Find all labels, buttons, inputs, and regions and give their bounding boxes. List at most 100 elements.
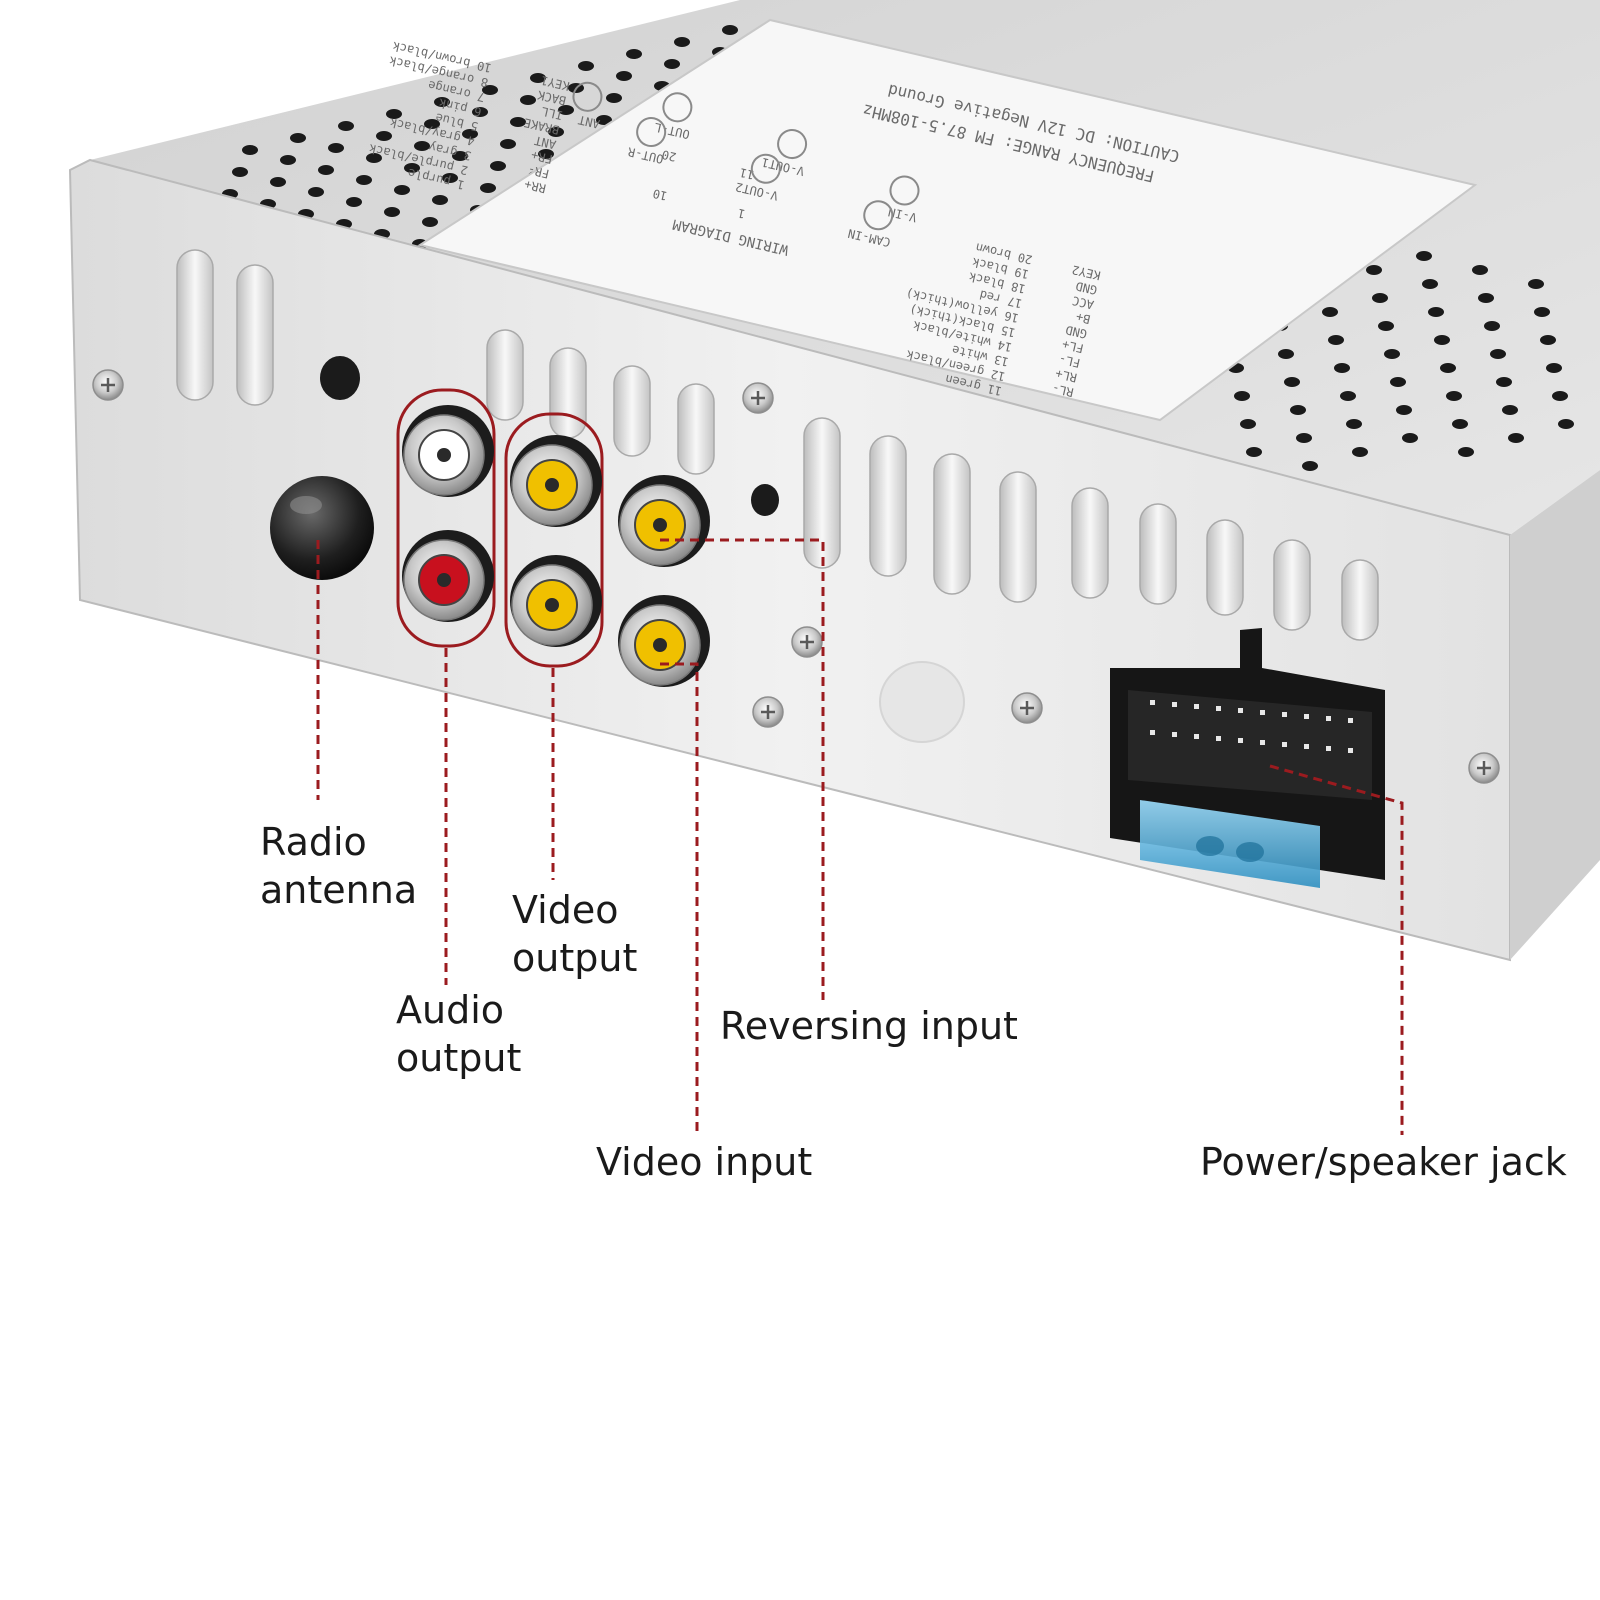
vent-hole-icon [674,37,690,47]
vent-slot [803,417,841,569]
connector-pin [1150,700,1155,705]
vent-hole-icon [328,143,344,153]
sticker-port-icon [662,92,693,123]
vent-hole-icon [1346,419,1362,429]
vent-hole-icon [530,73,546,83]
vent-hole-icon [384,207,400,217]
callout-line-video-input [660,662,699,1135]
vent-hole-icon [290,133,306,143]
sticker-port-icon [777,129,808,160]
connector-pin [1238,708,1243,713]
connector-pin [1326,716,1331,721]
audio-output-outline [396,388,496,648]
vent-hole-icon [356,175,372,185]
vent-hole-icon [472,107,488,117]
vent-hole-icon [1428,307,1444,317]
panel-screws [92,369,1500,784]
vent-slot [1273,539,1311,631]
vent-slot [1206,519,1244,616]
vent-hole-icon [1552,391,1568,401]
vent-hole-icon [1528,279,1544,289]
vent-hole-icon [434,97,450,107]
vent-hole-icon [1490,349,1506,359]
vent-slot [176,249,214,401]
sticker-wire-function: ACC [1071,293,1095,312]
vent-hole-icon [376,131,392,141]
label-video-output: Video output [512,886,637,982]
vent-hole-icon [664,59,680,69]
vent-hole-icon [1234,391,1250,401]
video-output-2-jack [510,555,602,647]
screw-icon [1468,752,1500,784]
vent-hole-icon [626,49,642,59]
vent-hole-icon [422,217,438,227]
label-radio-antenna-line2: antenna [260,868,418,912]
label-power-speaker-jack: Power/speaker jack [1200,1140,1567,1184]
vent-hole-icon [232,167,248,177]
chassis-side [1510,470,1600,960]
vent-hole-icon [338,121,354,131]
vent-hole-icon [548,127,564,137]
connector-pin [1260,710,1265,715]
vent-hole-icon [1378,321,1394,331]
sticker-wire-function: FR- [526,162,550,181]
screw-icon [791,626,823,658]
vent-hole-icon [1396,405,1412,415]
connector-pin [1172,702,1177,707]
sticker-wire-function: B+ [1075,310,1092,327]
vent-hole-icon [1240,419,1256,429]
vent-hole-icon [1540,335,1556,345]
sticker-port-icon [889,175,920,206]
connector-pin [1238,738,1243,743]
sticker-wire-function: FR+ [530,148,554,167]
vent-hole-icon [1546,363,1562,373]
vent-hole-icon [414,141,430,151]
vent-hole-icon [1366,265,1382,275]
blue-fuse-clip [1140,800,1320,888]
callout-lines [316,538,1404,1135]
vent-hole-icon [1290,405,1306,415]
vent-hole-icon [318,165,334,175]
video-output-1-jack [510,435,602,527]
vent-slot [933,453,971,595]
vent-hole-icon [394,185,410,195]
vent-hole-icon [346,197,362,207]
vent-hole-icon [480,183,496,193]
vent-hole-icon [482,85,498,95]
vent-hole-icon [386,109,402,119]
vent-slots [176,249,1379,641]
vent-slot [1341,559,1379,641]
sticker-wire-function: BACK [535,88,567,108]
vent-slot [236,264,274,406]
vent-slot [869,435,907,577]
vent-hole-icon [1458,447,1474,457]
vent-hole-icon [1372,293,1388,303]
vent-hole-icon [1352,447,1368,457]
callout-line-reversing [660,538,825,1000]
vent-hole-icon [1390,377,1406,387]
vent-hole-icon [520,95,536,105]
vent-hole-icon [1502,405,1518,415]
vent-hole-icon [424,119,440,129]
vent-slot [677,383,715,475]
video-output-outline [504,412,604,668]
connector-pin [1216,706,1221,711]
video-input-jack [618,595,710,687]
sticker-pin-20: 20 [660,147,677,164]
vent-hole-icon [1296,433,1312,443]
sticker-wire-function: GND [1074,279,1098,298]
label-audio-output: Audio output [396,986,521,1082]
vent-hole-icon [1440,363,1456,373]
vent-slot [999,471,1037,603]
vent-hole-icon [1478,293,1494,303]
vent-hole-icon [270,177,286,187]
vent-hole-icon [1246,447,1262,457]
mount-hole-icon [751,484,779,516]
radio-antenna-socket [270,476,374,580]
sticker-port-label: V-IN [887,205,918,225]
label-reversing-input: Reversing input [720,1004,1018,1048]
label-audio-output-line1: Audio [396,988,505,1032]
vent-hole-icon [1508,433,1524,443]
